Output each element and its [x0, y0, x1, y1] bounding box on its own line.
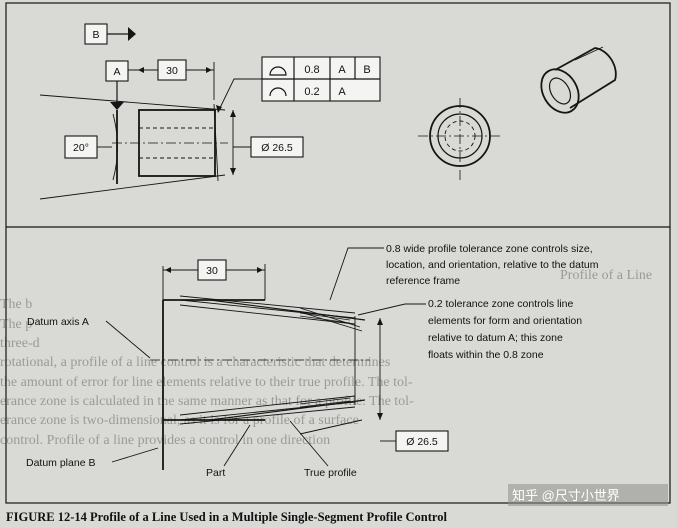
datum-axis-label: Datum axis A: [27, 316, 89, 328]
note1-line2: location, and orientation, relative to t…: [386, 259, 599, 271]
part-label: Part: [206, 467, 225, 479]
bg-heading: Profile of a Line: [560, 268, 652, 283]
bottom-dim-30-value: 30: [206, 265, 218, 277]
bg-line-3: three-d: [0, 336, 40, 351]
bg-line-8: control. Profile of a line provides a co…: [0, 433, 330, 448]
fcf-row1-datum-a: A: [338, 64, 346, 76]
top-view: B A 30 20° Ø 26.5: [39, 23, 617, 200]
bg-line-5: the amount of error for line elements re…: [0, 375, 413, 390]
tolerance-zone-hatch: [299, 312, 351, 408]
bg-line-4: rotational, a profile of a line control …: [0, 355, 390, 370]
fcf-row1-tolerance: 0.8: [304, 64, 319, 76]
bg-line-2: The p: [0, 317, 32, 332]
note2-line2: elements for form and orientation: [428, 315, 582, 327]
note1-line3: reference frame: [386, 275, 460, 287]
bottom-diameter-value: Ø 26.5: [406, 436, 438, 448]
bottom-view: 30 Ø 26.5: [26, 243, 599, 479]
note-0.8-zone: 0.8 wide profile tolerance zone controls…: [386, 243, 599, 287]
watermark-text: 知乎 @尺寸小世界: [512, 488, 620, 503]
isometric-part: [540, 46, 617, 114]
note2-line1: 0.2 tolerance zone controls line: [428, 298, 573, 310]
profile-surface-icon: [269, 66, 287, 76]
fcf-row1-datum-b: B: [363, 64, 370, 76]
end-view: [418, 98, 502, 182]
note2-line4: floats within the 0.8 zone: [428, 349, 544, 361]
datum-b-triangle: [128, 27, 136, 41]
true-profile-label: True profile: [304, 467, 357, 479]
angle-value: 20°: [73, 142, 89, 154]
datum-plane-label: Datum plane B: [26, 457, 95, 469]
bg-line-1: The b: [0, 297, 32, 312]
background-text: Profile of a Line The b The p three-d ro…: [0, 268, 652, 448]
datum-a-triangle: [110, 102, 124, 110]
note-0.2-zone: 0.2 tolerance zone controls line element…: [428, 298, 582, 361]
fcf-row2-tolerance: 0.2: [304, 86, 319, 98]
watermark: 知乎 @尺寸小世界: [508, 484, 668, 506]
dim-30-box: [157, 59, 187, 81]
profile-line-icon: [269, 87, 287, 97]
dim-30-value: 30: [166, 65, 178, 77]
datum-a-label: A: [113, 66, 120, 78]
bottom-diameter-box: [395, 430, 449, 452]
diameter-value: Ø 26.5: [261, 142, 293, 154]
figure-caption: FIGURE 12-14 Profile of a Line Used in a…: [6, 510, 447, 524]
note2-line3: relative to datum A; this zone: [428, 332, 563, 344]
note1-line1: 0.8 wide profile tolerance zone controls…: [386, 243, 593, 255]
datum-b-label: B: [92, 29, 99, 41]
bg-line-6: erance zone is calculated in the same ma…: [0, 394, 414, 409]
figure-frame: [5, 2, 671, 504]
feature-control-frame: 0.8 A B 0.2 A: [261, 56, 381, 102]
bottom-dim-30-box: [197, 259, 227, 281]
fcf-row2-datum-a: A: [338, 86, 346, 98]
